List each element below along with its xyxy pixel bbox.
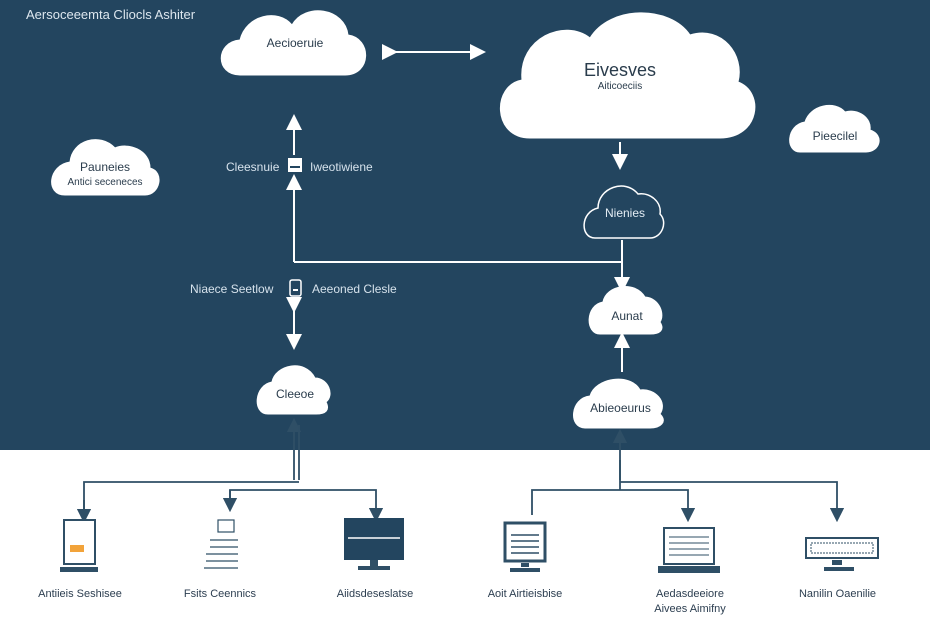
cloud-pauneies-sublabel: Antici seceneces xyxy=(67,177,143,188)
cloud-aecioeruie xyxy=(220,10,367,76)
monitor-icon xyxy=(344,518,404,570)
bottom-connectors xyxy=(76,417,845,524)
cloud-pieecilel xyxy=(789,104,880,153)
label-lower-left: Niaece Seetlow xyxy=(190,282,274,296)
cloud-eivesves-sublabel: Aiticoeciis xyxy=(597,81,643,92)
cloud-eivesves xyxy=(500,12,756,139)
diagram-title: Aersoceeemta Cliocls Ashiter xyxy=(26,7,196,22)
server-icon-upper xyxy=(288,158,302,172)
diagram-background xyxy=(0,0,930,450)
device-label-5: Aedasdeeiore xyxy=(656,588,724,600)
cloud-aunat-label: Aunat xyxy=(611,309,643,323)
device-label-6: Nanilin Oaenilie xyxy=(798,588,877,600)
cloud-nienies xyxy=(583,185,665,239)
cloud-cleeoe xyxy=(256,365,331,415)
cloud-aecioeruie-label: Aecioeruie xyxy=(266,36,324,50)
cloud-abieoeurus-label: Abieoeurus xyxy=(590,401,651,415)
monitor-doc-icon xyxy=(503,521,547,572)
tablet-icon xyxy=(60,519,98,572)
label-upper-right: Iweotiwiene xyxy=(310,160,373,174)
device-label-2: Fsits Ceennics xyxy=(183,588,257,600)
cloud-pieecilel-label: Pieecilel xyxy=(812,129,858,143)
server-icon-lower xyxy=(289,279,302,297)
label-upper-left: Cleesnuie xyxy=(226,160,280,174)
cloud-pauneies-label: Pauneies xyxy=(79,160,131,174)
keyboard-icon xyxy=(805,537,879,571)
device-label-1: Antiieis Seshisee xyxy=(38,588,122,600)
label-lower-right: Aeeoned Clesle xyxy=(312,282,397,296)
device-label-3: Aiidsdeseslatse xyxy=(336,588,414,600)
cloud-aunat xyxy=(588,285,663,335)
stack-icon xyxy=(204,519,238,569)
cloud-eivesves-label: Eivesves xyxy=(583,60,657,80)
cloud-pauneies xyxy=(51,139,160,196)
device-label-5-line2: Aivees Aimifny xyxy=(654,603,726,615)
cloud-cleeoe-label: Cleeoe xyxy=(275,387,315,401)
laptop-icon xyxy=(658,527,720,573)
device-label-4: Aoit Airtieisbise xyxy=(487,588,563,600)
top-connectors xyxy=(286,44,630,372)
cloud-abieoeurus xyxy=(573,378,664,429)
cloud-nienies-label: Nienies xyxy=(604,206,646,220)
